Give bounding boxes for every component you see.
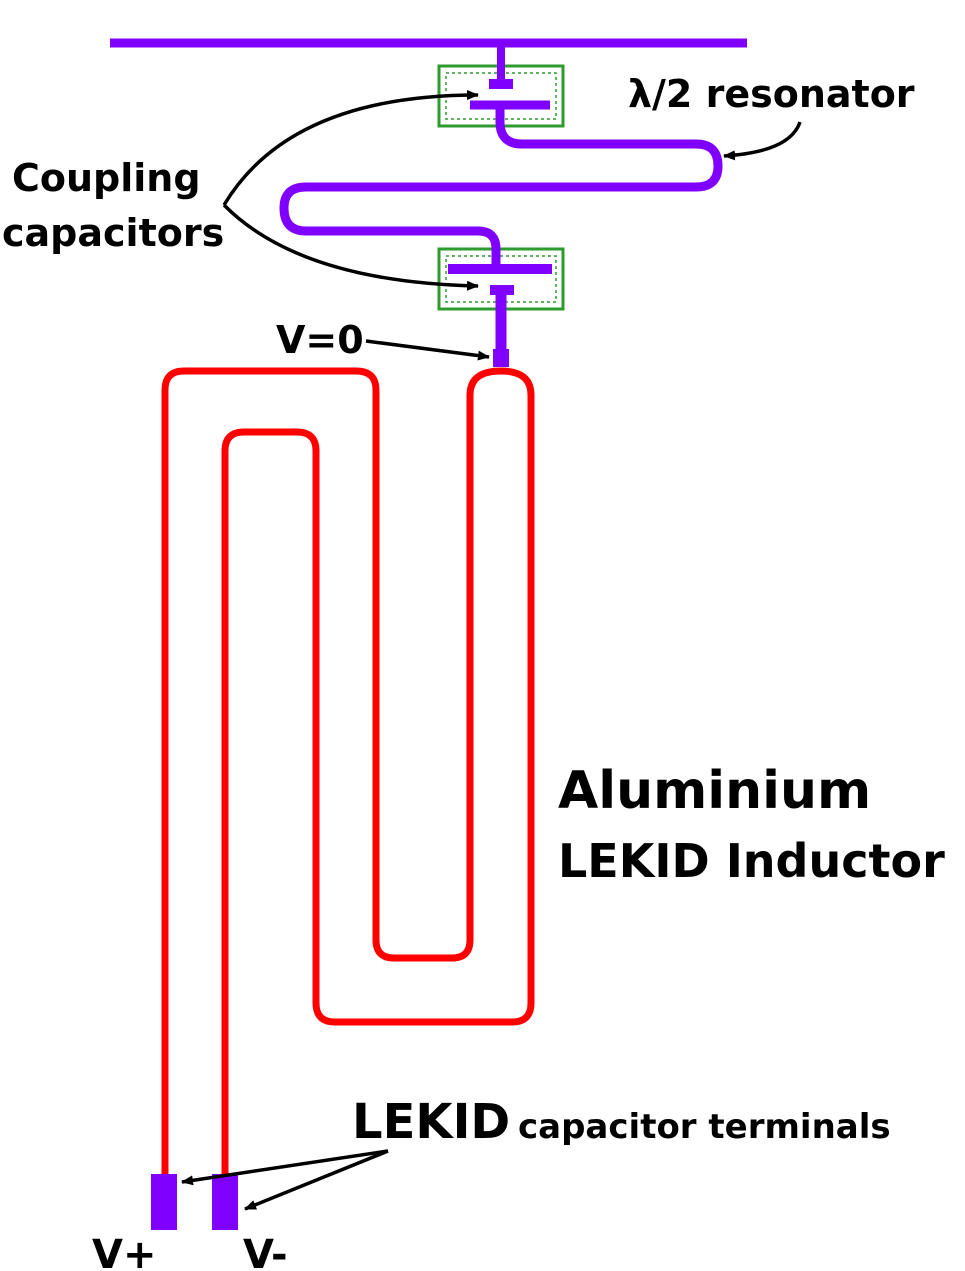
v-zero-arrow [365,339,490,361]
terminal-arrow-plus [181,1149,389,1186]
coupling-label-line2: capacitors [2,211,224,255]
inductor-label-line2: LEKID Inductor [558,834,945,888]
v-zero-label: V=0 [276,318,364,362]
coupling-label-line1: Coupling [12,156,201,200]
coupling-arrow-top [222,90,479,206]
resonator-meander [279,105,723,264]
coupling-arrow-bottom [222,203,479,291]
resonator-arrow [723,121,802,161]
lekid-inductor-meander [161,367,535,1175]
resonator-label: λ/2 resonator [628,72,915,116]
terminals-label-main: LEKID [352,1094,510,1150]
v-zero-node [493,349,509,367]
v-minus-label: V- [243,1232,288,1271]
v-plus-terminal [151,1174,177,1230]
v-minus-terminal [212,1174,238,1230]
inductor-label-line1: Aluminium [558,761,871,821]
v-plus-label: V+ [92,1232,156,1271]
terminal-arrow-minus [244,1149,389,1211]
terminals-label-rest: capacitor terminals [518,1107,891,1147]
